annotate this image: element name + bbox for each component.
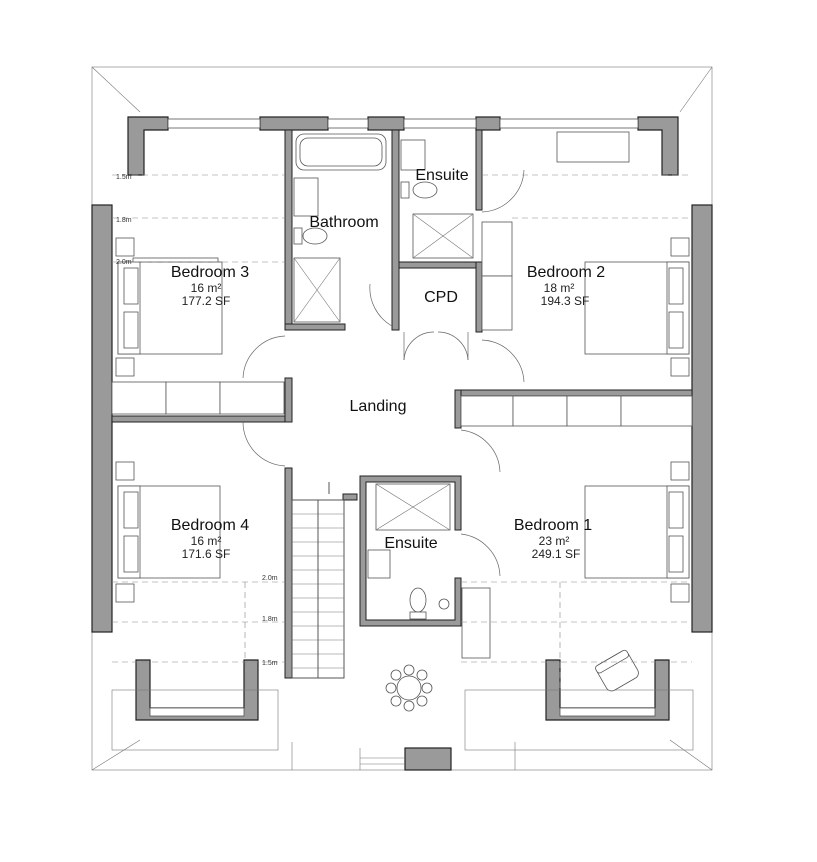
- interior-wall: [475, 261, 483, 333]
- bed: [115, 237, 223, 377]
- interior-wall: [342, 493, 358, 501]
- door-swing: [481, 169, 525, 213]
- interior-wall: [359, 475, 462, 627]
- porch-wall: [404, 747, 452, 771]
- room-area-m2: 16 m²: [191, 534, 222, 548]
- room-area-sf: 194.3 SF: [541, 294, 590, 308]
- roof-line: [91, 739, 141, 771]
- interior-wall: [284, 129, 293, 331]
- door-swing: [481, 339, 525, 383]
- window: [403, 118, 477, 129]
- interior-wall: [391, 129, 400, 331]
- window: [327, 118, 369, 129]
- dimension-label: 1.8m: [116, 217, 132, 224]
- wardrobe: [481, 221, 513, 331]
- room-label-landing: Landing: [350, 398, 407, 415]
- window: [149, 707, 245, 717]
- door-swing: [460, 429, 501, 473]
- exterior-wall: [475, 116, 501, 131]
- interior-wall: [454, 389, 462, 429]
- interior-wall: [284, 467, 293, 679]
- shower: [375, 483, 451, 531]
- room-area-m2: 23 m²: [539, 534, 570, 548]
- room-area-sf: 177.2 SF: [182, 294, 231, 308]
- room-label-bedroom-1: Bedroom 1: [514, 517, 592, 534]
- toilet: [412, 181, 438, 199]
- wardrobe: [111, 381, 285, 415]
- outline: [464, 689, 694, 751]
- door-swing: [242, 421, 286, 467]
- staircase: [291, 482, 345, 679]
- bathtub: [299, 137, 383, 167]
- room-label-bathroom: Bathroom: [309, 214, 378, 231]
- door-swing: [437, 331, 469, 361]
- door-swing: [403, 331, 435, 361]
- interior-wall: [475, 129, 483, 211]
- toilet: [409, 611, 427, 620]
- desk: [461, 587, 491, 659]
- window: [167, 118, 261, 129]
- toilet: [302, 227, 328, 245]
- room-label-ensuite: Ensuite: [384, 535, 437, 552]
- room-area-m2: 18 m²: [544, 281, 575, 295]
- room-area-sf: 249.1 SF: [532, 547, 581, 561]
- interior-wall: [454, 389, 693, 397]
- dimension-label: 1.8m: [262, 616, 278, 623]
- dimension-label: 1.5m: [262, 660, 278, 667]
- armchair: [595, 649, 639, 692]
- toilet: [293, 227, 303, 245]
- door-swing: [369, 283, 393, 327]
- bed: [584, 237, 690, 377]
- exterior-wall: [91, 204, 113, 633]
- room-label-bedroom-2: Bedroom 2: [527, 264, 605, 281]
- roof-line: [679, 66, 713, 113]
- room-label-bedroom-4: Bedroom 4: [171, 517, 249, 534]
- interior-wall: [111, 415, 293, 423]
- bed: [115, 461, 221, 603]
- exterior-wall: [259, 116, 329, 131]
- dimension-label: 2.0m: [262, 575, 278, 582]
- exterior-wall: [637, 116, 679, 176]
- toilet: [409, 587, 427, 613]
- bed: [584, 461, 690, 603]
- bed: [132, 257, 219, 263]
- roof-line: [669, 739, 713, 771]
- interior-wall: [398, 261, 483, 269]
- dimension-label: 1.5m: [116, 174, 132, 181]
- dimension-label: 2.0m: [116, 259, 132, 266]
- interior-wall: [284, 377, 293, 423]
- window: [559, 707, 656, 717]
- door-swing: [242, 335, 286, 379]
- basin: [293, 177, 319, 217]
- room-label-ensuite: Ensuite: [415, 167, 468, 184]
- basin: [367, 549, 391, 579]
- toilet: [400, 181, 410, 199]
- interior-wall: [284, 323, 346, 331]
- outline: [111, 689, 279, 751]
- exterior-wall: [367, 116, 405, 131]
- exterior-wall: [127, 116, 169, 176]
- room-label-cpd: CPD: [424, 289, 458, 306]
- window: [499, 118, 639, 129]
- room-area-sf: 171.6 SF: [182, 547, 231, 561]
- room-area-m2: 16 m²: [191, 281, 222, 295]
- basin: [400, 139, 426, 171]
- door-swing: [460, 533, 501, 577]
- roof-line: [91, 66, 141, 113]
- exterior-wall: [691, 204, 713, 633]
- table: [385, 664, 433, 712]
- basin: [438, 598, 450, 610]
- wardrobe: [460, 395, 693, 427]
- shower: [293, 257, 341, 323]
- room-label-bedroom-3: Bedroom 3: [171, 264, 249, 281]
- shower: [412, 213, 474, 259]
- desk: [556, 131, 630, 163]
